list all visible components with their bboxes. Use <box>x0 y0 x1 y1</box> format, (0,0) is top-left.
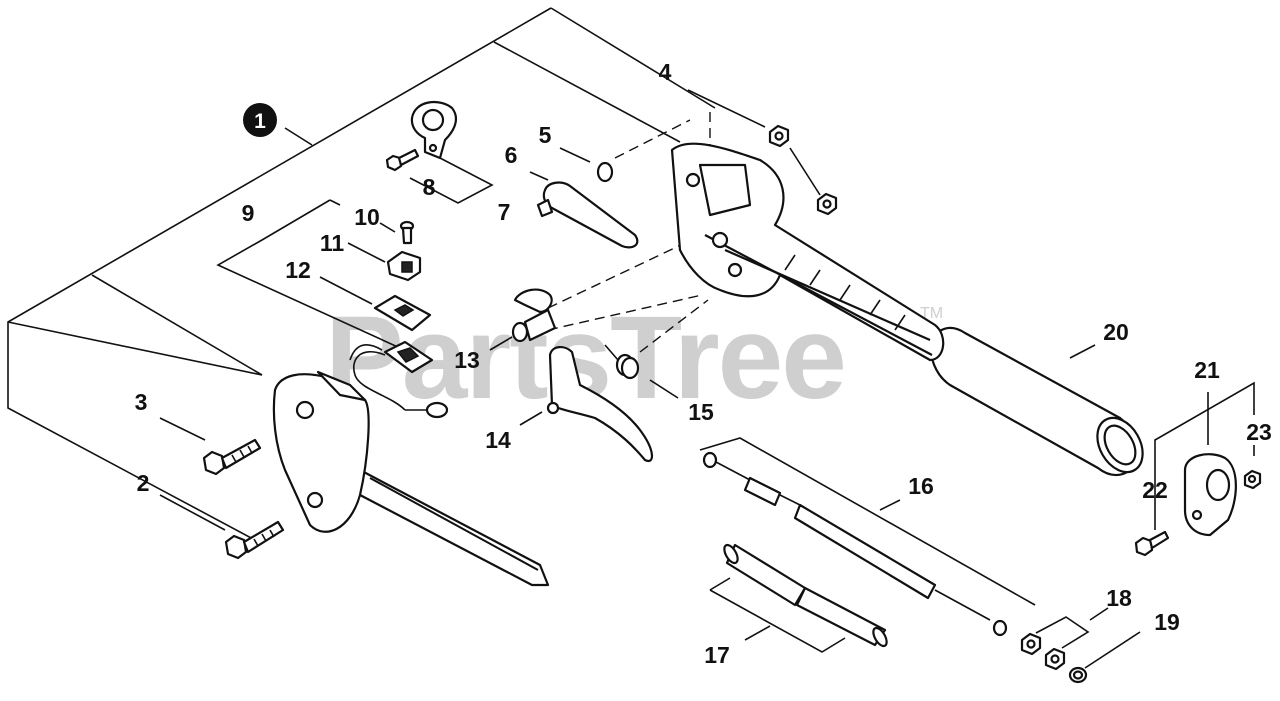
part-label-11: 11 <box>320 230 345 256</box>
screw-10 <box>399 220 415 245</box>
lockout-lever <box>536 181 639 249</box>
part-label-20: 20 <box>1103 319 1129 345</box>
throttle-cable <box>702 451 1008 637</box>
left-housing <box>272 370 550 587</box>
part-label-4: 4 <box>659 59 672 85</box>
part-label-13: 13 <box>454 347 480 373</box>
part-label-2: 2 <box>137 470 150 496</box>
switch-block <box>386 250 422 282</box>
handle-frame <box>670 142 945 362</box>
part-label-21: 21 <box>1194 357 1220 383</box>
pin-5 <box>596 161 614 183</box>
part-label-18: 18 <box>1106 585 1132 611</box>
part-label-9: 9 <box>242 200 255 226</box>
switch-plate <box>373 294 432 332</box>
leader-lines <box>159 89 1255 669</box>
hex-nut-lower <box>816 192 838 216</box>
grip-tube <box>930 326 1144 477</box>
assembly-marker: 1 <box>243 103 277 137</box>
screw-2 <box>224 520 285 560</box>
part-label-8: 8 <box>423 174 436 200</box>
screw-22 <box>1134 530 1170 557</box>
part-label-7: 7 <box>498 199 511 225</box>
throttle-trigger <box>546 346 653 463</box>
nut-18b <box>1044 647 1066 671</box>
part-label-12: 12 <box>285 257 311 283</box>
screw-8 <box>385 148 420 172</box>
torsion-spring <box>604 344 640 380</box>
washer-19 <box>1068 666 1088 684</box>
part-labels: 2 3 4 5 6 7 8 9 10 11 12 13 14 15 16 17 … <box>135 59 1272 668</box>
hex-nut-upper <box>768 124 790 148</box>
part-label-17: 17 <box>704 642 730 668</box>
assembly-bracket <box>7 7 716 541</box>
nut-18a <box>1020 632 1042 656</box>
cable-sleeves <box>723 543 888 648</box>
part-label-23: 23 <box>1246 419 1272 445</box>
screw-3 <box>202 438 262 476</box>
part-label-3: 3 <box>135 389 148 415</box>
part-label-5: 5 <box>539 122 552 148</box>
part-label-16: 16 <box>908 473 934 499</box>
part-label-6: 6 <box>505 142 518 168</box>
part-label-19: 19 <box>1154 609 1180 635</box>
clip-13 <box>511 288 557 343</box>
assembly-marker-number: 1 <box>254 110 266 133</box>
cable-clamp <box>410 100 458 160</box>
part-label-14: 14 <box>485 427 511 453</box>
nut-23 <box>1243 469 1262 490</box>
part-label-10: 10 <box>354 204 380 230</box>
part-label-15: 15 <box>688 399 714 425</box>
switch-wire-assembly <box>349 340 449 419</box>
hanger-clamp <box>1183 453 1237 537</box>
part-label-22: 22 <box>1142 477 1168 503</box>
watermark-trademark: TM <box>920 305 943 322</box>
